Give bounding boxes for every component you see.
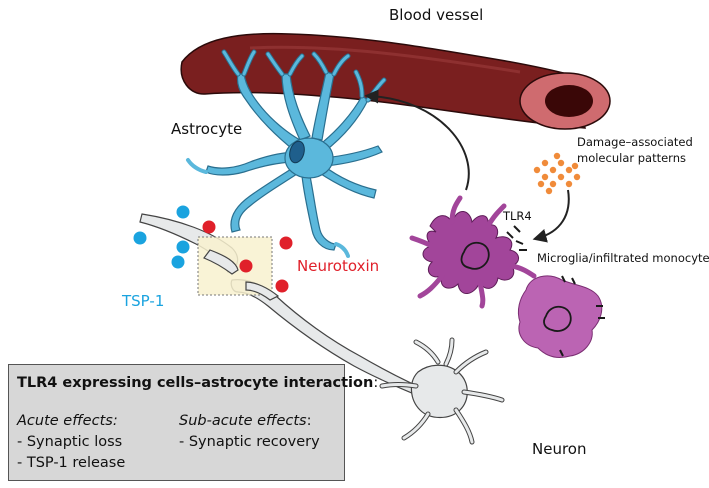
neuron: [139, 213, 505, 445]
monocyte-cell: [517, 275, 605, 359]
acute-item: - TSP-1 release: [17, 455, 126, 471]
label-neurotoxin: Neurotoxin: [297, 257, 380, 275]
neurotoxin-molecules: [202, 220, 293, 293]
acute-item: - Synaptic loss: [17, 434, 123, 450]
subacute-heading: Sub-acute effects:: [179, 413, 312, 429]
damp-particles: [533, 152, 581, 195]
subacute-heading-text: Sub-acute effects: [179, 413, 307, 429]
summary-box: TLR4 expressing cells–astrocyte interact…: [8, 364, 378, 481]
label-damp-line1: Damage–associated: [577, 135, 693, 149]
subacute-heading-suffix: :: [306, 413, 312, 429]
label-tsp1: TSP-1: [122, 292, 165, 310]
label-microglia: Microglia/infiltrated monocytes: [537, 251, 709, 265]
label-damp-line2: molecular patterns: [577, 151, 686, 165]
microglia-cell: [409, 195, 537, 309]
arrow-microglia-to-astrocyte: [364, 89, 470, 191]
subacute-item: - Synaptic recovery: [179, 434, 320, 450]
label-neuron: Neuron: [532, 440, 587, 458]
summary-title-suffix: :: [373, 375, 379, 391]
summary-title: TLR4 expressing cells–astrocyte interact…: [17, 375, 378, 391]
arrow-damp-to-tlr4: [532, 189, 570, 243]
tsp1-molecules: [133, 205, 190, 269]
astrocyte: [186, 49, 387, 258]
label-astrocyte: Astrocyte: [171, 120, 243, 138]
summary-title-text: TLR4 expressing cells–astrocyte interact…: [17, 375, 374, 391]
label-tlr4: TLR4: [503, 209, 532, 223]
acute-heading: Acute effects:: [17, 413, 118, 429]
label-blood-vessel: Blood vessel: [389, 6, 484, 24]
